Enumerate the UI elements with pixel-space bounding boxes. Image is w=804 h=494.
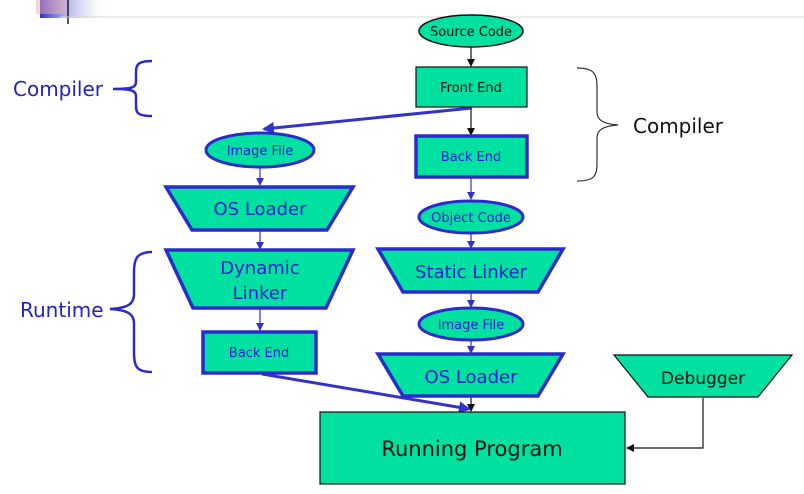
node-back-end-left: Back End <box>201 330 318 375</box>
node-front-end-label: Front End <box>440 81 502 96</box>
node-os-loader-right-label: OS Loader <box>425 367 519 388</box>
node-static-linker: Static Linker <box>374 247 567 294</box>
compiler-left-group: Compiler <box>13 59 153 118</box>
slide-header-decoration <box>36 0 804 24</box>
compiler-left-label: Compiler <box>13 77 104 101</box>
arrow-backend-left-to-running <box>261 372 471 414</box>
compiler-right-group: Compiler <box>576 67 724 182</box>
compiler-right-label: Compiler <box>633 114 724 138</box>
node-dynamic-linker: Dynamic Linker <box>163 248 356 310</box>
arrow-frontend-to-imagefile-left <box>262 106 473 134</box>
node-back-end-right-label: Back End <box>441 150 501 165</box>
node-object-code: Object Code <box>417 199 525 235</box>
node-object-code-label: Object Code <box>431 211 511 226</box>
connectors <box>256 47 704 452</box>
node-source-code: Source Code <box>418 14 524 48</box>
node-dynamic-linker-label-line1: Dynamic <box>220 258 299 279</box>
node-os-loader-left-label: OS Loader <box>214 199 308 220</box>
node-static-linker-label: Static Linker <box>415 262 527 283</box>
node-os-loader-right: OS Loader <box>374 352 567 398</box>
node-image-file-right: Image File <box>417 306 525 342</box>
node-running-program: Running Program <box>319 411 626 485</box>
runtime-brace <box>109 250 153 374</box>
node-dynamic-linker-label-line2: Linker <box>233 283 288 304</box>
node-image-file-left: Image File <box>204 131 316 169</box>
runtime-label: Runtime <box>20 298 104 322</box>
node-source-code-label: Source Code <box>430 25 512 40</box>
compiler-right-brace <box>576 67 619 182</box>
runtime-group: Runtime <box>20 250 153 374</box>
compiler-left-brace <box>112 59 153 118</box>
node-back-end-right: Back End <box>414 134 529 179</box>
node-debugger-label: Debugger <box>661 369 745 389</box>
node-debugger: Debugger <box>612 354 794 398</box>
node-back-end-left-label: Back End <box>229 346 289 361</box>
node-front-end: Front End <box>415 66 528 108</box>
node-image-file-left-label: Image File <box>227 144 294 159</box>
node-image-file-right-label: Image File <box>438 318 505 333</box>
arrow-debugger-to-running <box>626 398 704 452</box>
node-os-loader-left: OS Loader <box>162 185 357 232</box>
node-running-program-label: Running Program <box>381 437 562 461</box>
